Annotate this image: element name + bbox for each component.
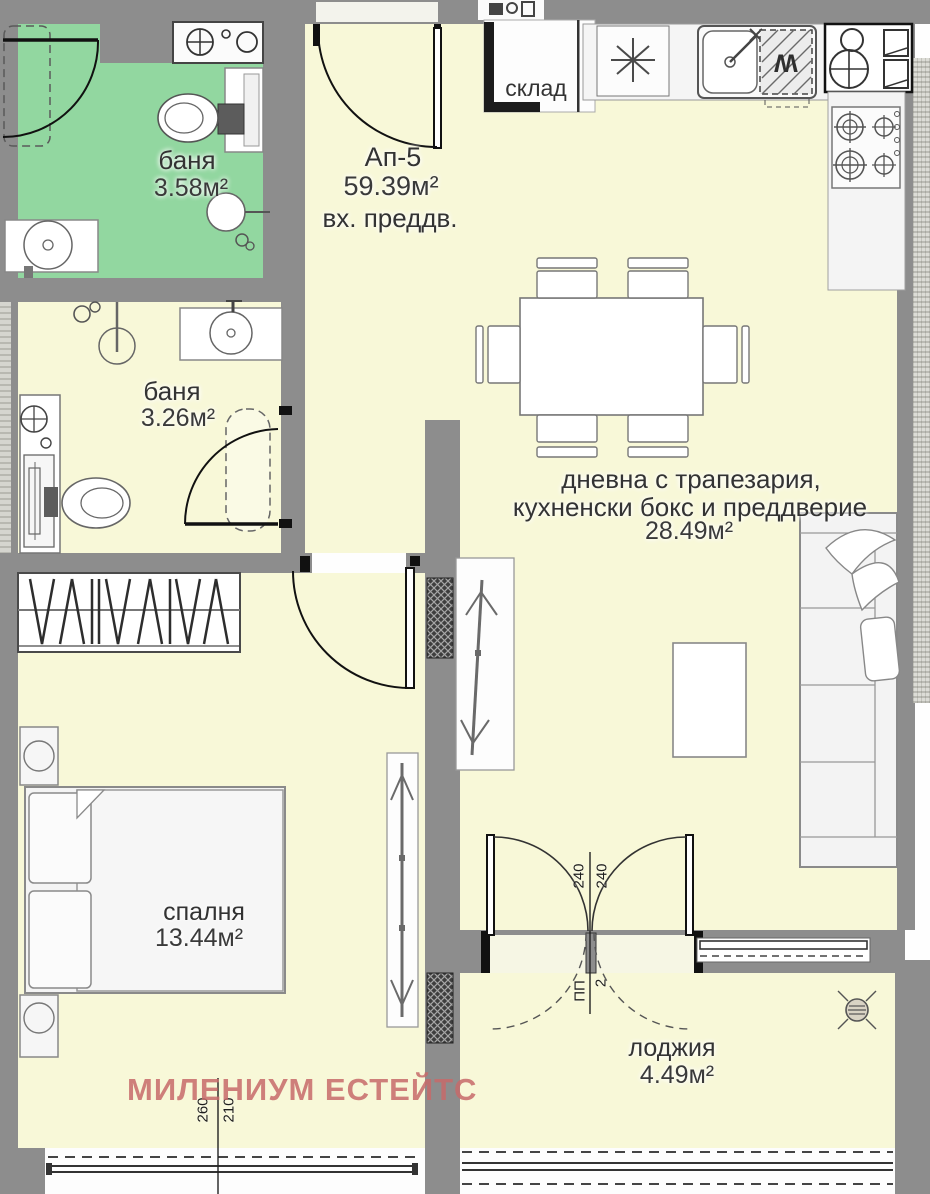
living-name-line2: кухненски бокс и преддверие xyxy=(512,492,868,522)
loggia-french-doors xyxy=(481,834,703,1030)
wall-bath1-right xyxy=(263,24,305,300)
washer-under-counter xyxy=(759,29,813,108)
bath2-name: баня xyxy=(143,376,201,406)
nightstand-bottom xyxy=(19,994,59,1058)
wall-bottom-left xyxy=(0,1148,46,1194)
bath1-area: 3.58м² xyxy=(153,174,229,202)
entrance-door xyxy=(313,24,442,149)
loggia-railing xyxy=(462,1151,893,1185)
loggia-area: 4.49м² xyxy=(639,1061,715,1089)
wardrobe xyxy=(17,572,241,653)
nightstand-top xyxy=(19,726,59,786)
bath2-shower-cabin xyxy=(19,394,61,554)
bath2-door xyxy=(184,406,292,528)
radiator-bedroom xyxy=(386,752,419,1028)
dining-table xyxy=(519,297,704,416)
entrance-threshold xyxy=(316,2,438,22)
sofa xyxy=(799,512,901,868)
dim-loggia-door-right: 240 xyxy=(593,863,611,889)
agency-watermark: МИЛЕНИУМ ЕСТЕЙТС xyxy=(127,1072,478,1107)
bedroom-name: спалня xyxy=(163,898,245,926)
wall-bedroom-top xyxy=(0,553,312,573)
washer-letter: W xyxy=(774,48,798,77)
apartment-entry-note: вх. преддв. xyxy=(322,203,458,233)
hatch-column-top xyxy=(426,577,454,659)
living-name-line1: дневна с трапезария, xyxy=(561,464,821,494)
boiler-icon xyxy=(206,192,270,251)
shower-head-icon xyxy=(73,301,136,365)
stove-icon xyxy=(831,106,901,189)
cooktop-star-icon xyxy=(611,38,655,82)
storage-name: склад xyxy=(505,75,567,101)
bedroom-door xyxy=(292,556,420,689)
loggia-name: лоджия xyxy=(628,1034,716,1062)
bath1-cabinet xyxy=(3,25,51,147)
wall-bath2-right xyxy=(281,302,305,558)
bath2-sink-icon xyxy=(179,300,283,361)
entry-keys-icon xyxy=(489,1,535,17)
loggia-floor xyxy=(460,973,897,1148)
bath2-boiler-icon xyxy=(225,408,271,532)
living-area: 28.49м² xyxy=(644,517,734,545)
loggia-window xyxy=(696,937,871,963)
bath2-area: 3.26м² xyxy=(140,404,216,432)
dim-loggia-door-left: 240 xyxy=(570,863,588,889)
ceiling-light-icon xyxy=(837,990,877,1030)
toilet-icon xyxy=(157,67,264,153)
bath1-door xyxy=(2,38,100,138)
bath2-toilet-icon xyxy=(44,477,131,529)
wall-right-insulation xyxy=(913,58,930,703)
dining-chairs xyxy=(475,257,750,458)
fridge-unit-icon xyxy=(823,22,914,94)
radiator-living xyxy=(455,557,515,771)
bedroom-area: 13.44м² xyxy=(154,924,244,952)
bath1-name: баня xyxy=(158,145,216,175)
wall-between-baths xyxy=(0,278,305,302)
washing-machine-icon xyxy=(172,21,264,64)
wall-left-insulation xyxy=(0,292,11,572)
bed xyxy=(24,786,286,994)
hatch-column-bottom xyxy=(426,972,454,1044)
sink-icon xyxy=(4,219,99,278)
apartment-id: Ап-5 xyxy=(364,142,422,172)
dim-pp-label: ПП xyxy=(571,980,589,1002)
dim-pp-num: 2 xyxy=(592,978,610,988)
bedroom-window xyxy=(46,1156,418,1175)
wall-top-left-chunk xyxy=(100,0,173,63)
wall-middle xyxy=(425,420,460,1194)
wall-loggia-right xyxy=(895,960,930,1194)
storage-room xyxy=(483,19,596,113)
coffee-table xyxy=(672,642,747,758)
apartment-area: 59.39м² xyxy=(343,171,439,201)
